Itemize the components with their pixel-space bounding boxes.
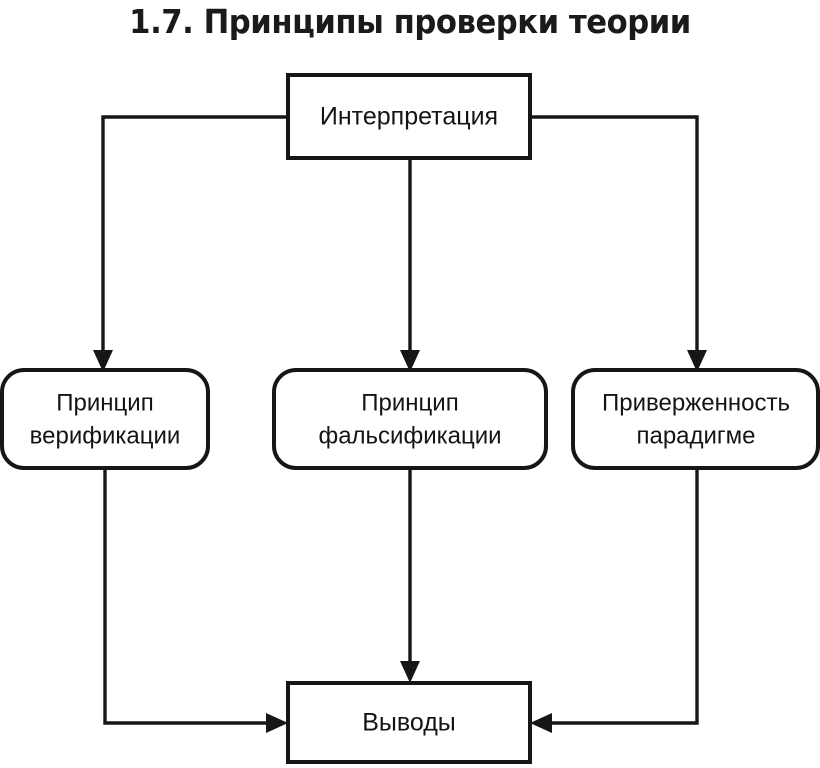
edge-line	[101, 115, 288, 362]
arrow-head-right	[266, 713, 288, 733]
node-shape-rectangle	[286, 681, 532, 764]
node-label-falsification-line2: фальсификации	[318, 422, 501, 449]
node-paradigm[interactable]: Приверженность парадигме	[571, 368, 820, 470]
edge-interpretation-to-falsification	[400, 158, 420, 372]
edge-line	[540, 468, 699, 725]
node-interpretation[interactable]: Интерпретация	[286, 73, 532, 160]
page-title: 1.7. Принципы проверки теории	[129, 2, 691, 41]
node-falsification[interactable]: Принцип фальсификации	[272, 368, 548, 470]
node-label-verification-line2: верификации	[30, 422, 181, 449]
node-label-falsification-line1: Принцип	[361, 389, 458, 416]
node-shape-rounded-rectangle	[571, 368, 820, 470]
node-label-verification-line1: Принцип	[56, 389, 153, 416]
arrow-head-down	[400, 661, 420, 683]
arrow-head-down	[400, 350, 420, 372]
node-label-paradigm-line1: Приверженность	[602, 389, 790, 416]
node-verification[interactable]: Принцип верификации	[0, 368, 210, 470]
node-label-interpretation: Интерпретация	[320, 103, 498, 131]
node-conclusions[interactable]: Выводы	[286, 681, 532, 764]
edge-line	[530, 115, 699, 362]
edge-line	[103, 468, 278, 725]
node-shape-rectangle	[286, 73, 532, 160]
arrow-head-left	[530, 713, 552, 733]
edge-interpretation-to-verification	[93, 115, 288, 372]
arrow-head-down	[687, 350, 707, 372]
node-shape-rounded-rectangle	[0, 368, 210, 470]
edge-interpretation-to-paradigm	[530, 115, 707, 372]
edge-paradigm-to-conclusions	[530, 468, 699, 733]
arrow-head-down	[93, 350, 113, 372]
edge-verification-to-conclusions	[103, 468, 288, 733]
node-shape-rounded-rectangle	[272, 368, 548, 470]
node-label-conclusions: Выводы	[362, 709, 456, 737]
edge-falsification-to-conclusions	[400, 468, 420, 683]
node-label-paradigm-line2: парадигме	[636, 422, 755, 449]
